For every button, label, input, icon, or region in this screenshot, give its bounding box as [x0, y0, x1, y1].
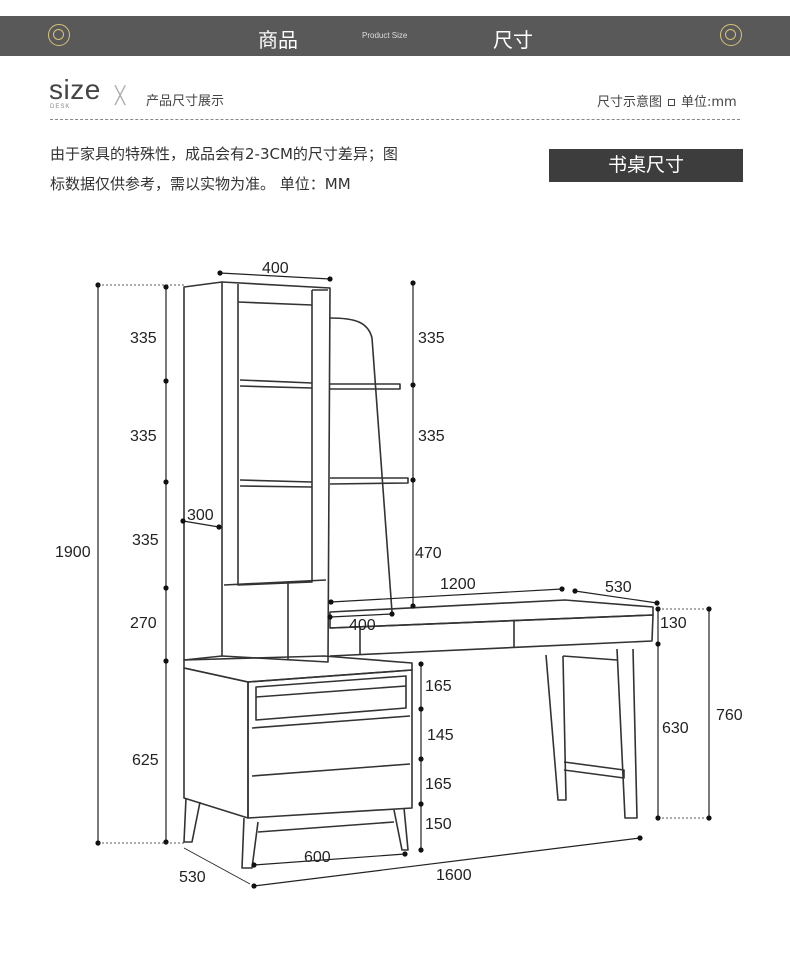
separator-x-icon: ╳ [115, 86, 126, 105]
ladder-frame [329, 317, 393, 613]
cabinet-drawer-line [251, 685, 411, 777]
desk-stretcher [563, 761, 625, 779]
bookcase-shelf [223, 579, 327, 586]
dim-label: 300 [187, 507, 214, 524]
cabinet-side [183, 667, 249, 819]
bookcase-inner-frame [237, 284, 328, 586]
ladder-shelf [330, 383, 401, 390]
dim-label: 165 [425, 678, 452, 695]
dim-label: 145 [427, 727, 454, 744]
dim-label: 470 [415, 545, 442, 562]
dim-label: 760 [716, 707, 743, 724]
dim-label: 600 [304, 849, 331, 866]
dim-label: 335 [418, 330, 445, 347]
double-circle-icon [48, 24, 70, 46]
dim-label: 270 [130, 615, 157, 632]
double-circle-icon [720, 24, 742, 46]
dim-label: 335 [132, 532, 159, 549]
bookcase-shelf [239, 379, 313, 389]
diagram-note-label: 尺寸示意图 [597, 95, 663, 110]
desk-drawer-split [359, 620, 515, 654]
dim-label: 130 [660, 615, 687, 632]
desk-back-rail [562, 655, 618, 661]
dim-label: 1900 [55, 544, 91, 561]
dim-label: 400 [262, 260, 289, 277]
description-line-2: 标数据仅供参考，需以实物为准。 单位：MM [50, 175, 351, 193]
dim-label: 400 [349, 617, 376, 634]
dim-label: 335 [130, 330, 157, 347]
desk-leg [545, 654, 567, 801]
dim-label: 335 [130, 428, 157, 445]
section-subtitle: 产品尺寸展示 [146, 94, 225, 109]
header-center-label: Product Size [362, 31, 408, 40]
cabinet-open-shelf [255, 675, 407, 721]
dim-label: 630 [662, 720, 689, 737]
cabinet-leg-rail [257, 821, 395, 833]
header-left-label: 商品 [258, 28, 298, 52]
description-line-1: 由于家具的特殊性，成品会有2-3CM的尺寸差异；图 [50, 145, 398, 163]
dim-label: 165 [425, 776, 452, 793]
dim-label: 150 [425, 816, 452, 833]
diagram-note: 尺寸示意图 单位:mm [597, 91, 737, 110]
dim-label: 1600 [436, 867, 472, 884]
dim-label: 625 [132, 752, 159, 769]
section-size-word: size [49, 74, 101, 105]
cabinet-leg [183, 797, 201, 843]
bookcase-outline [183, 281, 331, 663]
desk-top [329, 599, 654, 629]
ladder-shelf [329, 477, 409, 485]
bookcase-shelf [239, 479, 313, 488]
dim-label: 530 [605, 579, 632, 596]
bookcase-shelf [237, 301, 313, 306]
unit-label: 单位:mm [681, 95, 737, 110]
desk-leg [616, 648, 638, 819]
dim-label: 1200 [440, 576, 476, 593]
section-size-subword: DESK [50, 104, 71, 110]
cabinet-leg [393, 807, 409, 851]
cabinet-leg [241, 817, 259, 869]
dim-label: 335 [418, 428, 445, 445]
header-right-label: 尺寸 [493, 28, 533, 52]
desk-size-badge: 书桌尺寸 [549, 149, 743, 182]
square-bullet-icon [668, 98, 676, 106]
dashed-divider [50, 119, 740, 120]
dim-label: 530 [179, 869, 206, 886]
header-bar: 商品 Product Size 尺寸 [0, 16, 790, 56]
desk-front [329, 614, 654, 657]
